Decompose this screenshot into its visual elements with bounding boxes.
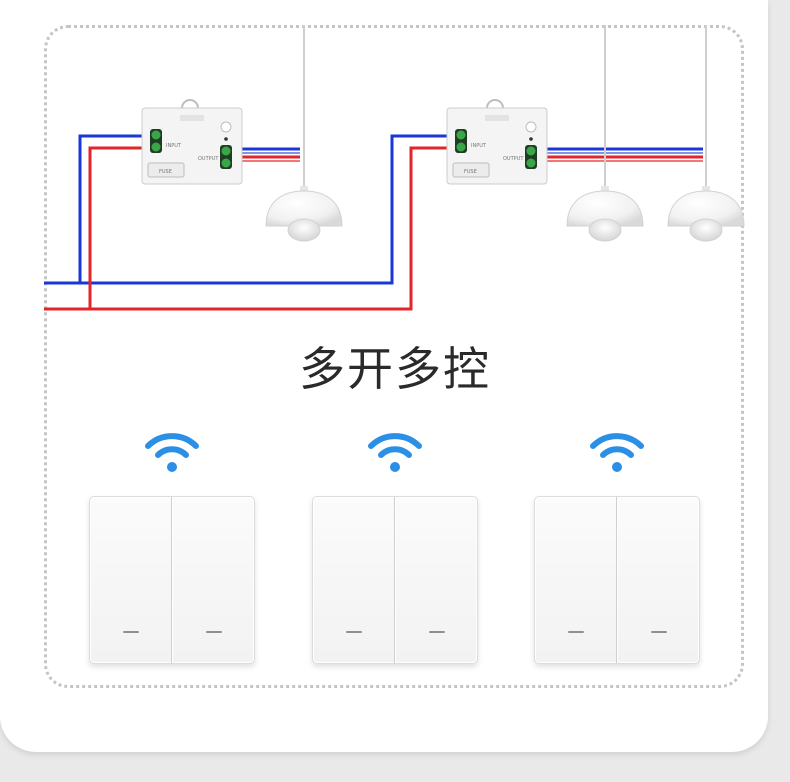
output-label: OUTPUT: [503, 156, 524, 162]
switch-gang-right[interactable]: [172, 497, 254, 663]
smart-switch-2[interactable]: [310, 430, 480, 666]
pendant-lamp-icon: [566, 186, 644, 242]
smart-switch-1[interactable]: [87, 430, 257, 666]
wifi-icon: [368, 433, 422, 472]
switch-gang-right[interactable]: [617, 497, 699, 663]
pendant-lamp-icon: [265, 186, 343, 242]
relay-module-2: INPUT OUTPUT FUSE: [446, 99, 548, 185]
wifi-icon: [145, 433, 199, 472]
indicator-light: [650, 631, 667, 633]
indicator-light: [122, 631, 139, 633]
indicator-light: [345, 631, 362, 633]
output-wires-1: [242, 147, 300, 162]
input-label: INPUT: [166, 143, 182, 149]
switch-plate: [534, 496, 700, 664]
fuse-label: FUSE: [464, 169, 477, 175]
output-terminal: [525, 145, 537, 169]
input-terminal: [455, 129, 467, 153]
smart-switch-3[interactable]: [532, 430, 702, 666]
page-title: 多开多控: [299, 342, 491, 396]
switch-gang-left[interactable]: [313, 497, 395, 663]
switch-plate: [312, 496, 478, 664]
feed-wires: [44, 134, 447, 311]
relay-module-1: INPUT OUTPUT FUSE: [141, 99, 243, 185]
switch-gang-left[interactable]: [535, 497, 617, 663]
output-label: OUTPUT: [198, 156, 219, 162]
switch-plate: [89, 496, 255, 664]
output-wires-2: [545, 147, 703, 162]
switch-gang-right[interactable]: [395, 497, 477, 663]
indicator-light: [428, 631, 445, 633]
switch-gang-left[interactable]: [90, 497, 172, 663]
indicator-light: [567, 631, 584, 633]
fuse-label: FUSE: [159, 169, 172, 175]
wifi-icon: [590, 433, 644, 472]
dotted-frame: [44, 25, 744, 688]
input-terminal: [150, 129, 162, 153]
pendant-lamp-icon: [667, 186, 745, 242]
indicator-light: [205, 631, 222, 633]
input-label: INPUT: [471, 143, 487, 149]
output-terminal: [220, 145, 232, 169]
